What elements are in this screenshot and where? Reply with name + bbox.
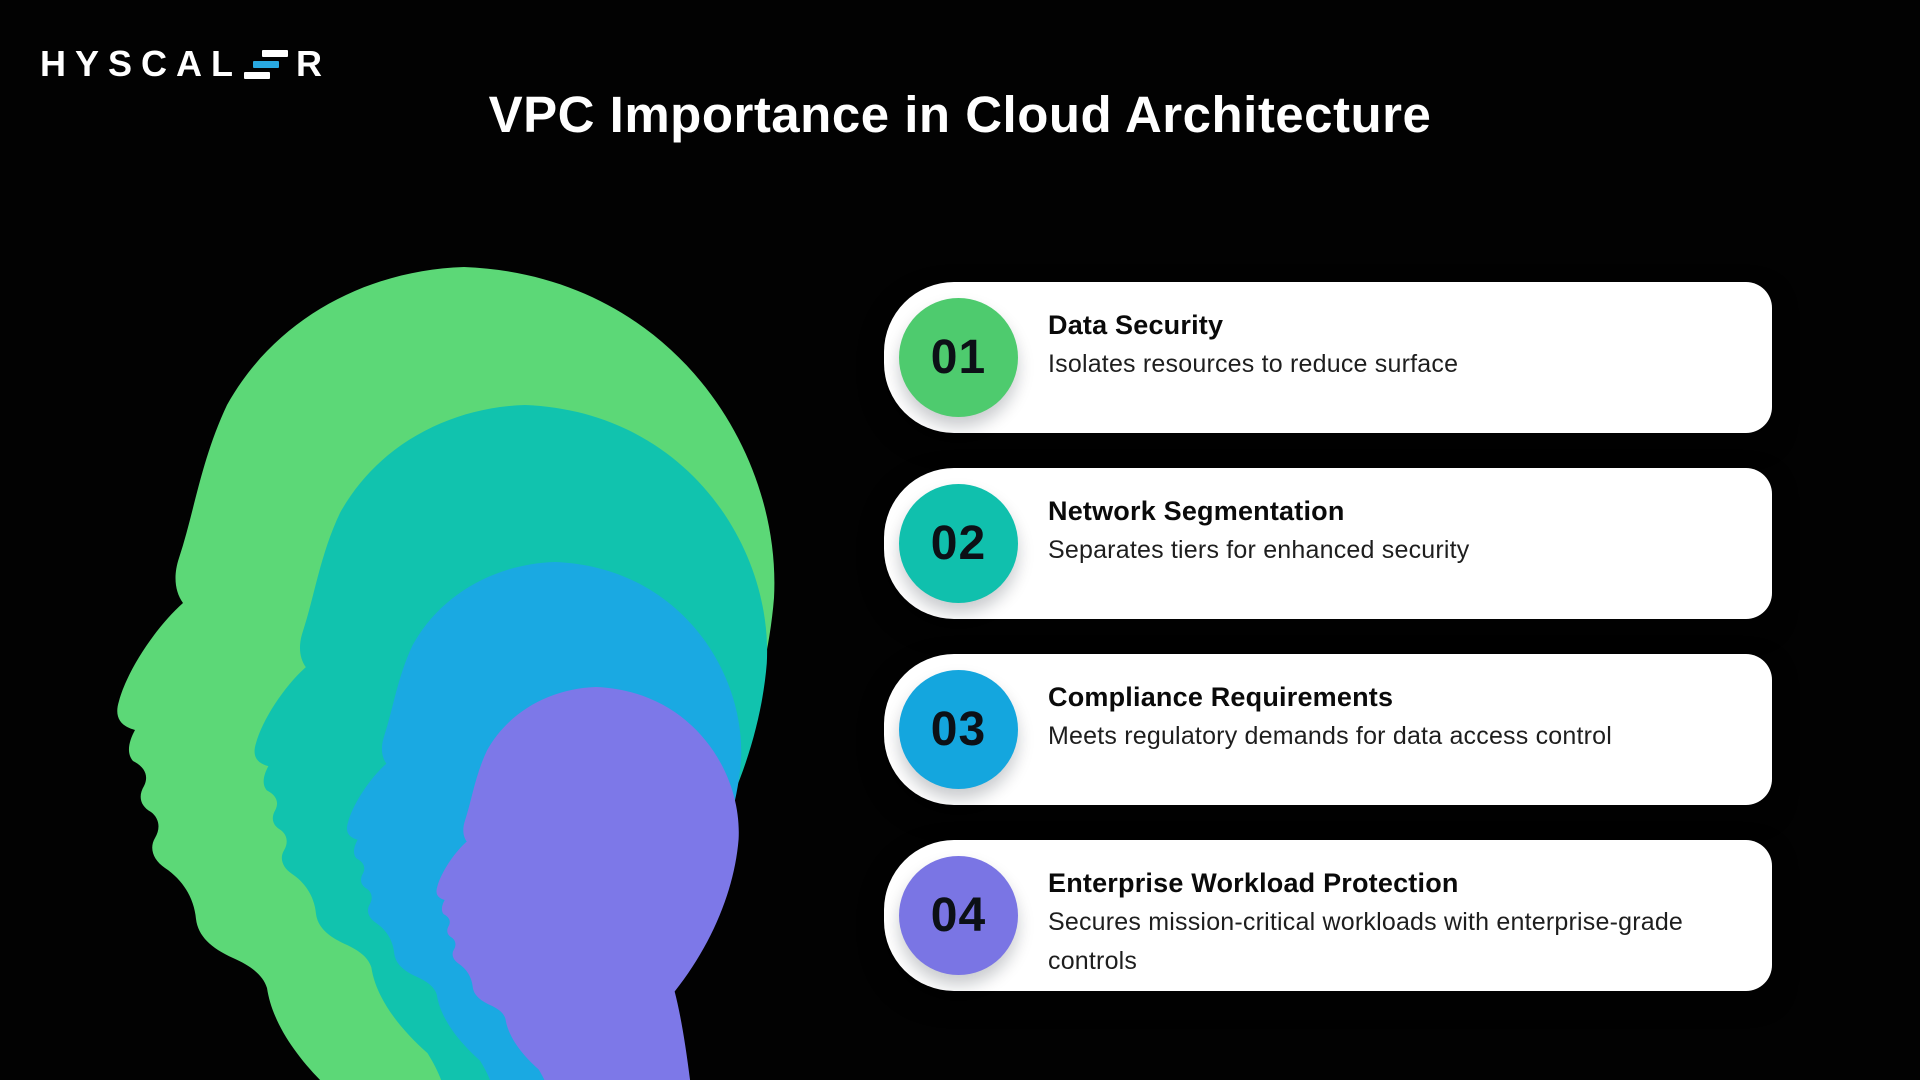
card-compliance-requirements: 03 Compliance Requirements Meets regulat… (884, 654, 1772, 805)
benefits-card-list: 01 Data Security Isolates resources to r… (884, 282, 1772, 991)
step-number-badge-02: 02 (899, 484, 1018, 603)
card-title: Network Segmentation (1048, 496, 1345, 526)
hyscaler-logo: HYSCAL R (40, 46, 322, 82)
card-description: Isolates resources to reduce surface (1048, 350, 1459, 378)
step-number: 03 (930, 702, 987, 756)
step-number-badge-03: 03 (899, 670, 1018, 789)
card-description: Meets regulatory demands for data access… (1048, 722, 1613, 750)
card-network-segmentation: 02 Network Segmentation Separates tiers … (884, 468, 1772, 619)
card-title: Data Security (1048, 310, 1224, 340)
logo-text-suffix: R (296, 43, 323, 84)
card-title: Enterprise Workload Protection (1048, 868, 1459, 898)
logo-stylized-e-icon (244, 48, 289, 80)
overlapping-heads-illustration (117, 267, 775, 1080)
logo-text-prefix: HYSCAL (40, 43, 243, 84)
step-number-badge-01: 01 (899, 298, 1018, 417)
card-description: Separates tiers for enhanced security (1048, 536, 1470, 564)
card-description: Secures mission-critical workloads with … (1048, 908, 1684, 975)
page-title: VPC Importance in Cloud Architecture (488, 86, 1432, 143)
step-number: 04 (930, 888, 987, 942)
card-data-security: 01 Data Security Isolates resources to r… (884, 282, 1772, 433)
logo-e-top-bar (262, 49, 289, 57)
step-number: 01 (930, 330, 987, 384)
logo-e-middle-bar (253, 60, 280, 68)
logo-e-bottom-bar (244, 71, 271, 79)
step-number-badge-04: 04 (899, 856, 1018, 975)
card-title: Compliance Requirements (1048, 682, 1394, 712)
step-number: 02 (930, 516, 987, 570)
card-enterprise-workload-protection: 04 Enterprise Workload Protection Secure… (884, 840, 1772, 991)
